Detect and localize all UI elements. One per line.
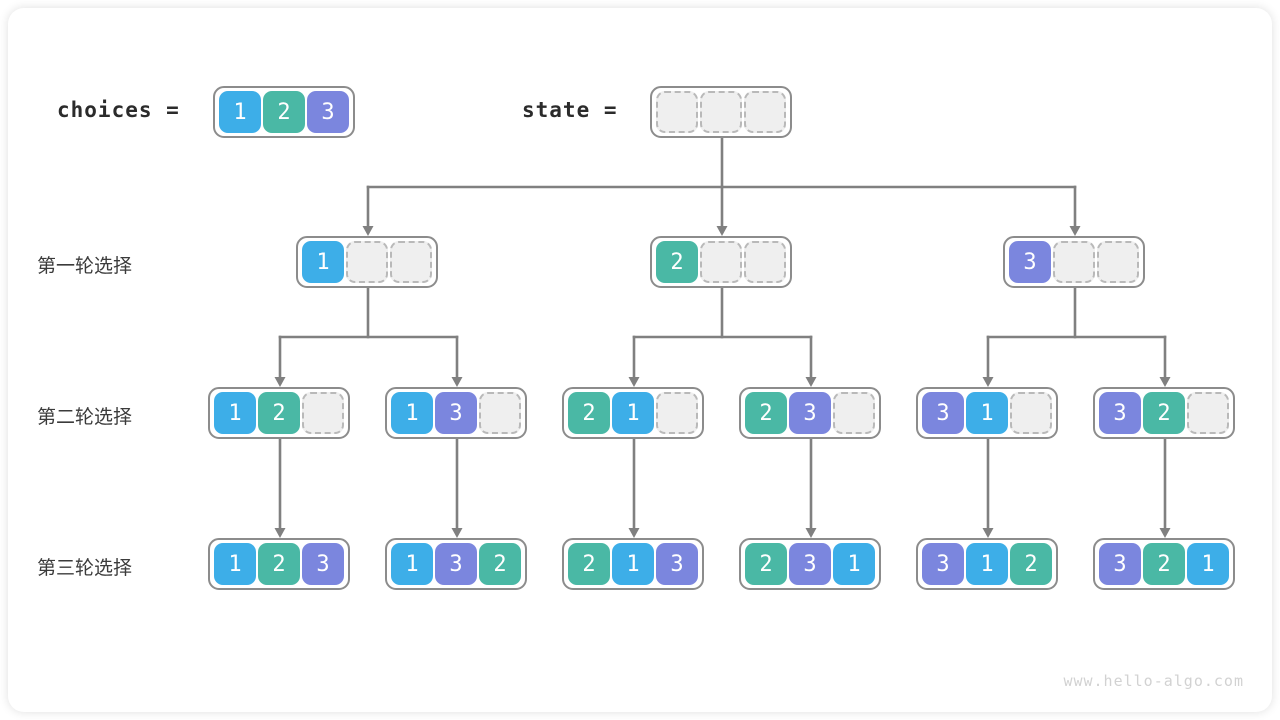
level3-node1-cell-2: 2 <box>479 543 521 585</box>
diagram-card <box>8 8 1272 712</box>
choices-cell-2: 3 <box>307 91 349 133</box>
level3-node4-cell-0: 3 <box>922 543 964 585</box>
level2-node5-cell-1: 2 <box>1143 392 1185 434</box>
watermark: www.hello-algo.com <box>1063 672 1244 690</box>
level2-node2-cell-0: 2 <box>568 392 610 434</box>
row-label-round-3: 第三轮选择 <box>37 558 133 579</box>
level2-node5-cell-2 <box>1187 392 1229 434</box>
level3-node2-cell-2: 3 <box>656 543 698 585</box>
level1-node0-cell-1 <box>346 241 388 283</box>
tree-node-level-1-index-1: 2 <box>650 236 792 288</box>
level2-node1-cell-2 <box>479 392 521 434</box>
level3-node4-cell-1: 1 <box>966 543 1008 585</box>
choices-label: choices = <box>57 98 180 122</box>
row-label-round-1: 第一轮选择 <box>37 256 133 277</box>
level2-node3-cell-2 <box>833 392 875 434</box>
level2-node4-cell-1: 1 <box>966 392 1008 434</box>
level2-node1-cell-1: 3 <box>435 392 477 434</box>
level3-node5-cell-2: 1 <box>1187 543 1229 585</box>
level2-node3-cell-0: 2 <box>745 392 787 434</box>
level3-node5-cell-1: 2 <box>1143 543 1185 585</box>
level2-node0-cell-0: 1 <box>214 392 256 434</box>
choices-cell-1: 2 <box>263 91 305 133</box>
level3-node0-cell-1: 2 <box>258 543 300 585</box>
level3-node1-cell-0: 1 <box>391 543 433 585</box>
level2-node0-cell-2 <box>302 392 344 434</box>
level1-node2-cell-2 <box>1097 241 1139 283</box>
level2-node3-cell-1: 3 <box>789 392 831 434</box>
level1-node0-cell-0: 1 <box>302 241 344 283</box>
level2-node2-cell-1: 1 <box>612 392 654 434</box>
level1-node1-cell-2 <box>744 241 786 283</box>
level3-node3-cell-1: 3 <box>789 543 831 585</box>
choices-cell-0: 1 <box>219 91 261 133</box>
tree-node-level-1-index-2: 3 <box>1003 236 1145 288</box>
state-array <box>650 86 792 138</box>
level3-node2-cell-1: 1 <box>612 543 654 585</box>
state-cell-1 <box>700 91 742 133</box>
level3-node4-cell-2: 2 <box>1010 543 1052 585</box>
tree-node-level-1-index-0: 1 <box>296 236 438 288</box>
level3-node2-cell-0: 2 <box>568 543 610 585</box>
level3-node3-cell-0: 2 <box>745 543 787 585</box>
row-label-round-2: 第二轮选择 <box>37 407 133 428</box>
level3-node0-cell-2: 3 <box>302 543 344 585</box>
level1-node2-cell-0: 3 <box>1009 241 1051 283</box>
level2-node4-cell-0: 3 <box>922 392 964 434</box>
level3-node5-cell-0: 3 <box>1099 543 1141 585</box>
level1-node1-cell-0: 2 <box>656 241 698 283</box>
level2-node5-cell-0: 3 <box>1099 392 1141 434</box>
level1-node1-cell-1 <box>700 241 742 283</box>
level3-node1-cell-1: 3 <box>435 543 477 585</box>
level3-node3-cell-2: 1 <box>833 543 875 585</box>
level2-node4-cell-2 <box>1010 392 1052 434</box>
level2-node1-cell-0: 1 <box>391 392 433 434</box>
level1-node0-cell-2 <box>390 241 432 283</box>
state-cell-2 <box>744 91 786 133</box>
level3-node0-cell-0: 1 <box>214 543 256 585</box>
state-cell-0 <box>656 91 698 133</box>
state-label: state = <box>522 98 618 122</box>
level1-node2-cell-1 <box>1053 241 1095 283</box>
level2-node2-cell-2 <box>656 392 698 434</box>
level2-node0-cell-1: 2 <box>258 392 300 434</box>
